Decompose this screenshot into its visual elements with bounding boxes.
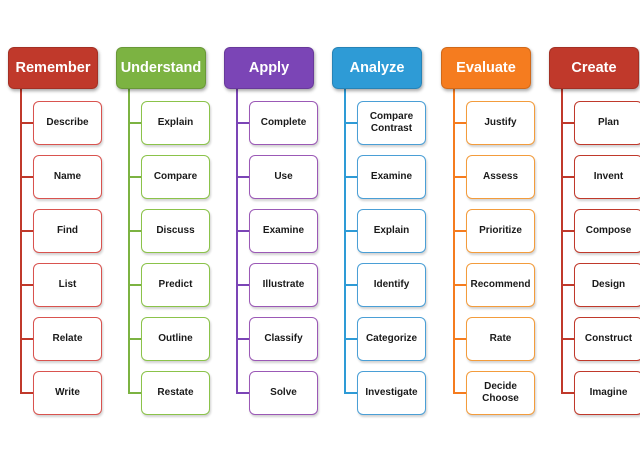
connector-branch: [236, 122, 249, 124]
connector-line: [128, 89, 130, 393]
item-compare-contrast: Compare Contrast: [357, 101, 426, 145]
item-name: Name: [33, 155, 102, 199]
connector-branch: [128, 284, 141, 286]
item-discuss: Discuss: [141, 209, 210, 253]
connector-branch: [344, 122, 357, 124]
connector-branch: [453, 230, 466, 232]
item-compose: Compose: [574, 209, 640, 253]
item-describe: Describe: [33, 101, 102, 145]
connector-branch: [236, 284, 249, 286]
item-outline: Outline: [141, 317, 210, 361]
item-invent: Invent: [574, 155, 640, 199]
header-apply: Apply: [224, 47, 314, 89]
connector-branch: [128, 230, 141, 232]
connector-branch: [453, 392, 466, 394]
item-imagine: Imagine: [574, 371, 640, 415]
connector-branch: [453, 338, 466, 340]
item-identify: Identify: [357, 263, 426, 307]
item-recommend: Recommend: [466, 263, 535, 307]
column-analyze: Analyze Compare Contrast Examine Explain…: [332, 0, 432, 463]
connector-branch: [20, 338, 33, 340]
connector-branch: [20, 392, 33, 394]
connector-branch: [128, 122, 141, 124]
item-construct: Construct: [574, 317, 640, 361]
connector-branch: [453, 284, 466, 286]
connector-branch: [128, 176, 141, 178]
header-understand: Understand: [116, 47, 206, 89]
item-list: List: [33, 263, 102, 307]
connector-branch: [561, 176, 574, 178]
item-rate: Rate: [466, 317, 535, 361]
item-examine: Examine: [249, 209, 318, 253]
connector-branch: [20, 176, 33, 178]
item-complete: Complete: [249, 101, 318, 145]
column-apply: Apply Complete Use Examine Illustrate Cl…: [224, 0, 324, 463]
item-decide-choose: Decide Choose: [466, 371, 535, 415]
item-explain: Explain: [141, 101, 210, 145]
item-restate: Restate: [141, 371, 210, 415]
item-categorize: Categorize: [357, 317, 426, 361]
connector-branch: [344, 392, 357, 394]
connector-branch: [344, 284, 357, 286]
item-predict: Predict: [141, 263, 210, 307]
item-design: Design: [574, 263, 640, 307]
connector-branch: [561, 284, 574, 286]
item-plan: Plan: [574, 101, 640, 145]
item-classify: Classify: [249, 317, 318, 361]
connector-branch: [236, 392, 249, 394]
item-use: Use: [249, 155, 318, 199]
connector-branch: [344, 230, 357, 232]
connector-branch: [20, 122, 33, 124]
connector-line: [561, 89, 563, 393]
connector-branch: [561, 122, 574, 124]
column-create: Create Plan Invent Compose Design Constr…: [549, 0, 640, 463]
item-justify: Justify: [466, 101, 535, 145]
item-solve: Solve: [249, 371, 318, 415]
item-explain: Explain: [357, 209, 426, 253]
connector-line: [236, 89, 238, 393]
connector-branch: [236, 338, 249, 340]
item-examine: Examine: [357, 155, 426, 199]
connector-branch: [128, 392, 141, 394]
item-assess: Assess: [466, 155, 535, 199]
connector-branch: [236, 230, 249, 232]
connector-branch: [128, 338, 141, 340]
item-relate: Relate: [33, 317, 102, 361]
connector-line: [344, 89, 346, 393]
column-evaluate: Evaluate Justify Assess Prioritize Recom…: [441, 0, 541, 463]
header-evaluate: Evaluate: [441, 47, 531, 89]
connector-branch: [561, 230, 574, 232]
connector-branch: [20, 284, 33, 286]
connector-branch: [561, 338, 574, 340]
column-remember: Remember Describe Name Find List Relate …: [8, 0, 108, 463]
connector-branch: [344, 176, 357, 178]
connector-line: [20, 89, 22, 393]
header-create: Create: [549, 47, 639, 89]
connector-branch: [344, 338, 357, 340]
column-understand: Understand Explain Compare Discuss Predi…: [116, 0, 216, 463]
connector-branch: [20, 230, 33, 232]
connector-branch: [561, 392, 574, 394]
connector-branch: [236, 176, 249, 178]
header-analyze: Analyze: [332, 47, 422, 89]
item-compare: Compare: [141, 155, 210, 199]
item-prioritize: Prioritize: [466, 209, 535, 253]
connector-branch: [453, 122, 466, 124]
header-remember: Remember: [8, 47, 98, 89]
item-find: Find: [33, 209, 102, 253]
connector-line: [453, 89, 455, 393]
connector-branch: [453, 176, 466, 178]
item-investigate: Investigate: [357, 371, 426, 415]
item-write: Write: [33, 371, 102, 415]
item-illustrate: Illustrate: [249, 263, 318, 307]
